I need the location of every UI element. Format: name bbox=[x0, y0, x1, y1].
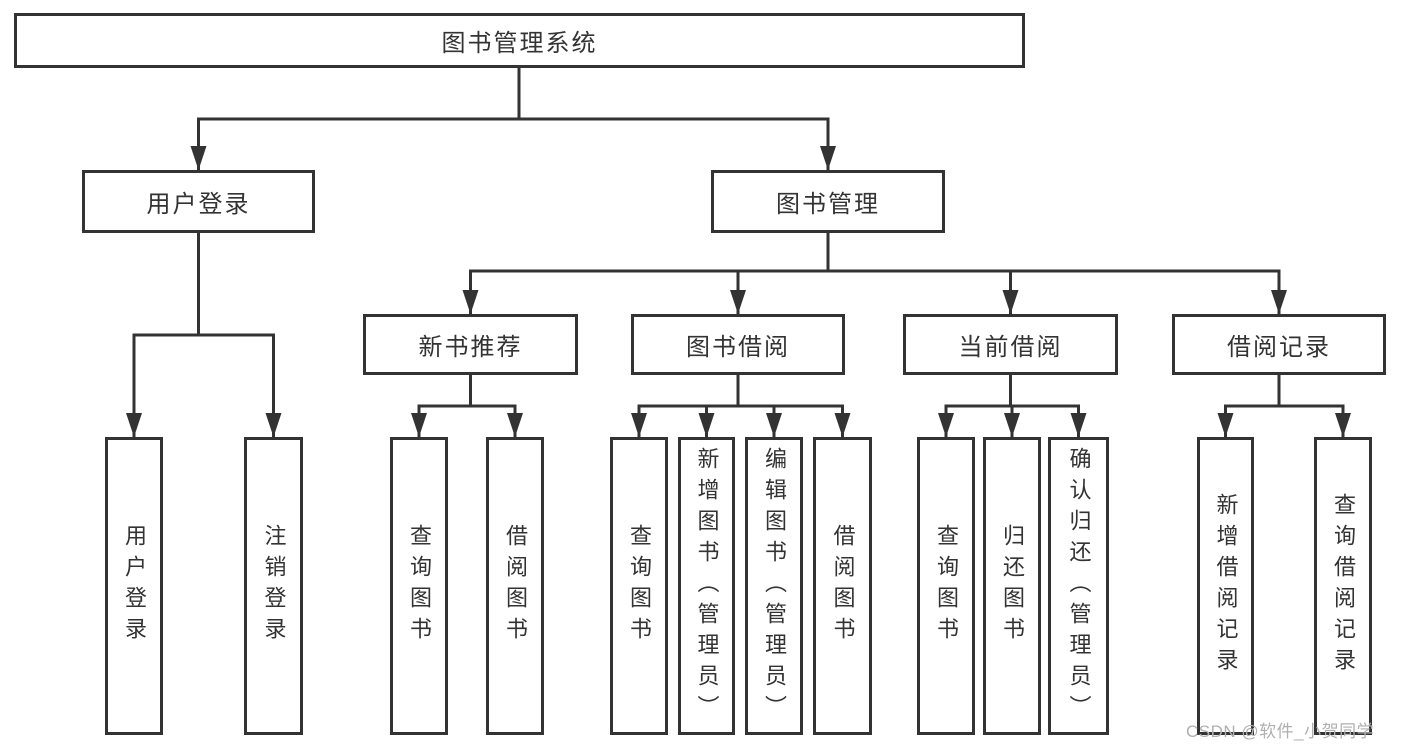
node-label: 借阅图书 bbox=[830, 524, 856, 648]
leaf-current-query-books: 查询图书 bbox=[917, 437, 975, 735]
node-label: 查询图书 bbox=[627, 524, 652, 648]
node-label: 编辑图书（管理员） bbox=[762, 446, 787, 726]
node-label: 用户登录 bbox=[146, 191, 251, 218]
node-label: 图书借阅 bbox=[686, 334, 790, 361]
watermark: CSDN @软件_小贺同学 bbox=[1186, 722, 1375, 741]
arrowhead-icon bbox=[1004, 413, 1020, 437]
arrowhead-icon bbox=[938, 413, 954, 437]
arrowhead-icon bbox=[1271, 290, 1287, 314]
leaf-records-query-record: 查询借阅记录 bbox=[1314, 437, 1372, 735]
node-label: 归还图书 bbox=[1000, 524, 1025, 648]
arrowhead-icon bbox=[411, 413, 427, 437]
arrowhead-icon bbox=[1002, 290, 1019, 314]
connector-root-to-level2 bbox=[197, 67, 830, 170]
arrowhead-icon bbox=[265, 413, 282, 437]
leaf-current-return-books: 归还图书 bbox=[983, 437, 1041, 735]
arrowhead-icon bbox=[1335, 413, 1351, 437]
node-label: 注销登录 bbox=[261, 524, 287, 648]
node-book-management: 图书管理 bbox=[711, 170, 945, 233]
connector-bookborrow-to-leaves bbox=[637, 375, 844, 437]
node-label: 用户登录 bbox=[122, 524, 147, 648]
node-label: 新增图书（管理员） bbox=[694, 446, 720, 726]
connector-currentborrow-to-leaves bbox=[944, 375, 1080, 437]
node-label: 确认归还（管理员） bbox=[1066, 446, 1092, 726]
arrowhead-icon bbox=[820, 146, 836, 170]
node-user-login: 用户登录 bbox=[82, 170, 315, 233]
leaf-logout: 注销登录 bbox=[244, 437, 303, 735]
node-label: 查询图书 bbox=[934, 524, 959, 648]
leaf-borrow-edit-books-admin: 编辑图书（管理员） bbox=[745, 437, 803, 735]
node-label: 图书管理系统 bbox=[441, 30, 598, 57]
node-label: 查询借阅记录 bbox=[1331, 493, 1356, 679]
arrowhead-icon bbox=[1217, 413, 1234, 437]
node-label: 当前借阅 bbox=[958, 334, 1063, 361]
connector-bookmgmt-to-level3 bbox=[469, 233, 1281, 314]
leaf-borrow-add-books-admin: 新增图书（管理员） bbox=[678, 437, 735, 735]
leaf-user-login: 用户登录 bbox=[105, 437, 163, 735]
leaf-borrow-borrow-books: 借阅图书 bbox=[813, 437, 872, 735]
node-label: 借阅记录 bbox=[1227, 334, 1331, 361]
node-book-borrow: 图书借阅 bbox=[631, 314, 845, 375]
node-current-borrow: 当前借阅 bbox=[903, 314, 1118, 375]
connector-newbook-to-leaves bbox=[417, 375, 517, 437]
arrowhead-icon bbox=[698, 413, 715, 437]
arrowhead-icon bbox=[126, 413, 142, 437]
leaf-records-add-record: 新增借阅记录 bbox=[1197, 437, 1254, 735]
arrowhead-icon bbox=[730, 290, 746, 314]
arrowhead-icon bbox=[834, 413, 851, 437]
node-borrow-records: 借阅记录 bbox=[1172, 314, 1386, 375]
node-label: 查询图书 bbox=[407, 524, 432, 648]
connector-userlogin-to-leaves bbox=[132, 233, 275, 437]
leaf-newbook-query-books: 查询图书 bbox=[390, 437, 448, 735]
arrowhead-icon bbox=[1070, 413, 1087, 437]
leaf-current-confirm-return-admin: 确认归还（管理员） bbox=[1048, 437, 1109, 735]
arrowhead-icon bbox=[190, 146, 207, 170]
connector-borrowrecord-to-leaves bbox=[1224, 375, 1345, 437]
node-library-system: 图书管理系统 bbox=[14, 13, 1025, 68]
arrowhead-icon bbox=[462, 290, 479, 314]
arrowhead-icon bbox=[766, 413, 782, 437]
arrowhead-icon bbox=[507, 413, 523, 437]
node-label: 图书管理 bbox=[776, 191, 880, 218]
node-new-book-recommend: 新书推荐 bbox=[363, 314, 578, 375]
node-label: 新书推荐 bbox=[418, 334, 523, 361]
leaf-newbook-borrow-books: 借阅图书 bbox=[486, 437, 544, 735]
node-label: 新增借阅记录 bbox=[1213, 493, 1239, 679]
node-label: 借阅图书 bbox=[503, 524, 528, 648]
leaf-borrow-query-books: 查询图书 bbox=[610, 437, 668, 735]
arrowhead-icon bbox=[631, 413, 647, 437]
